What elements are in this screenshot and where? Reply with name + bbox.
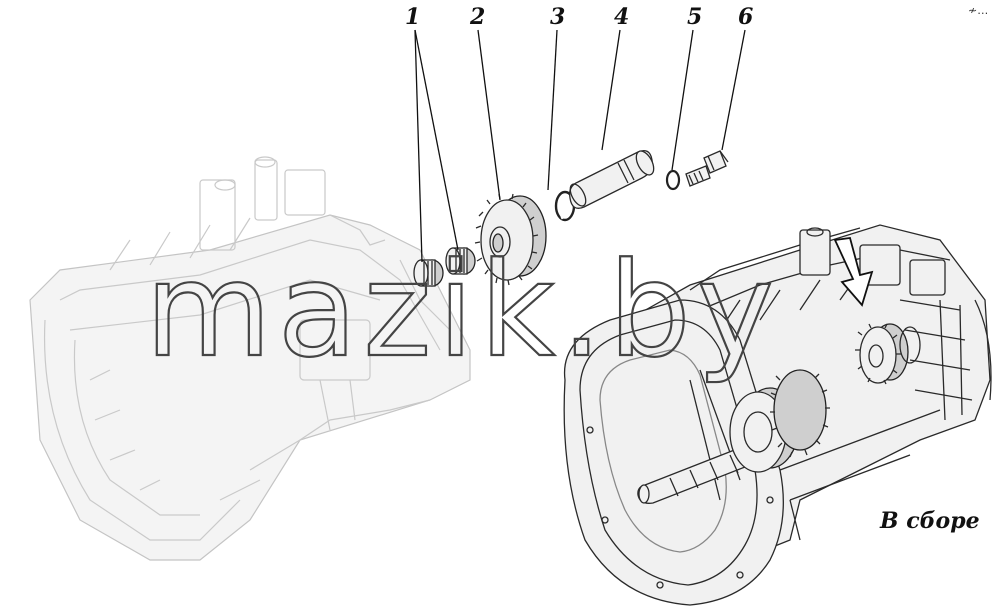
watermark-text: mazik.by [145,234,780,386]
callout-1: 1 [405,4,420,30]
leader-1b [414,29,459,251]
callout-numbers: 1 2 3 4 5 6 [405,4,753,30]
callout-3: 3 [550,4,565,30]
bolt [685,150,729,187]
gear-axle [569,149,655,209]
gearbox-housing-ghost [29,156,471,561]
leader-lines [414,29,746,263]
callout-2: 2 [469,4,485,30]
assembled-caption: В сборе [880,508,980,534]
intermediate-gear [474,193,547,286]
callout-5: 5 [687,4,702,30]
needle-bearing-left [413,259,444,287]
leader-1a [414,29,423,263]
leader-2 [477,29,501,201]
callout-4: 4 [614,4,629,30]
spring-washer [665,169,681,191]
corner-mark: ≁… [968,4,988,17]
callout-6: 6 [738,4,753,30]
leader-4 [601,29,621,151]
leader-6 [721,29,746,151]
gearbox-assembled [563,224,992,606]
leader-5 [671,29,694,171]
assembly-arrow [833,237,874,307]
needle-bearing-right [445,247,476,275]
leader-3 [547,29,558,191]
